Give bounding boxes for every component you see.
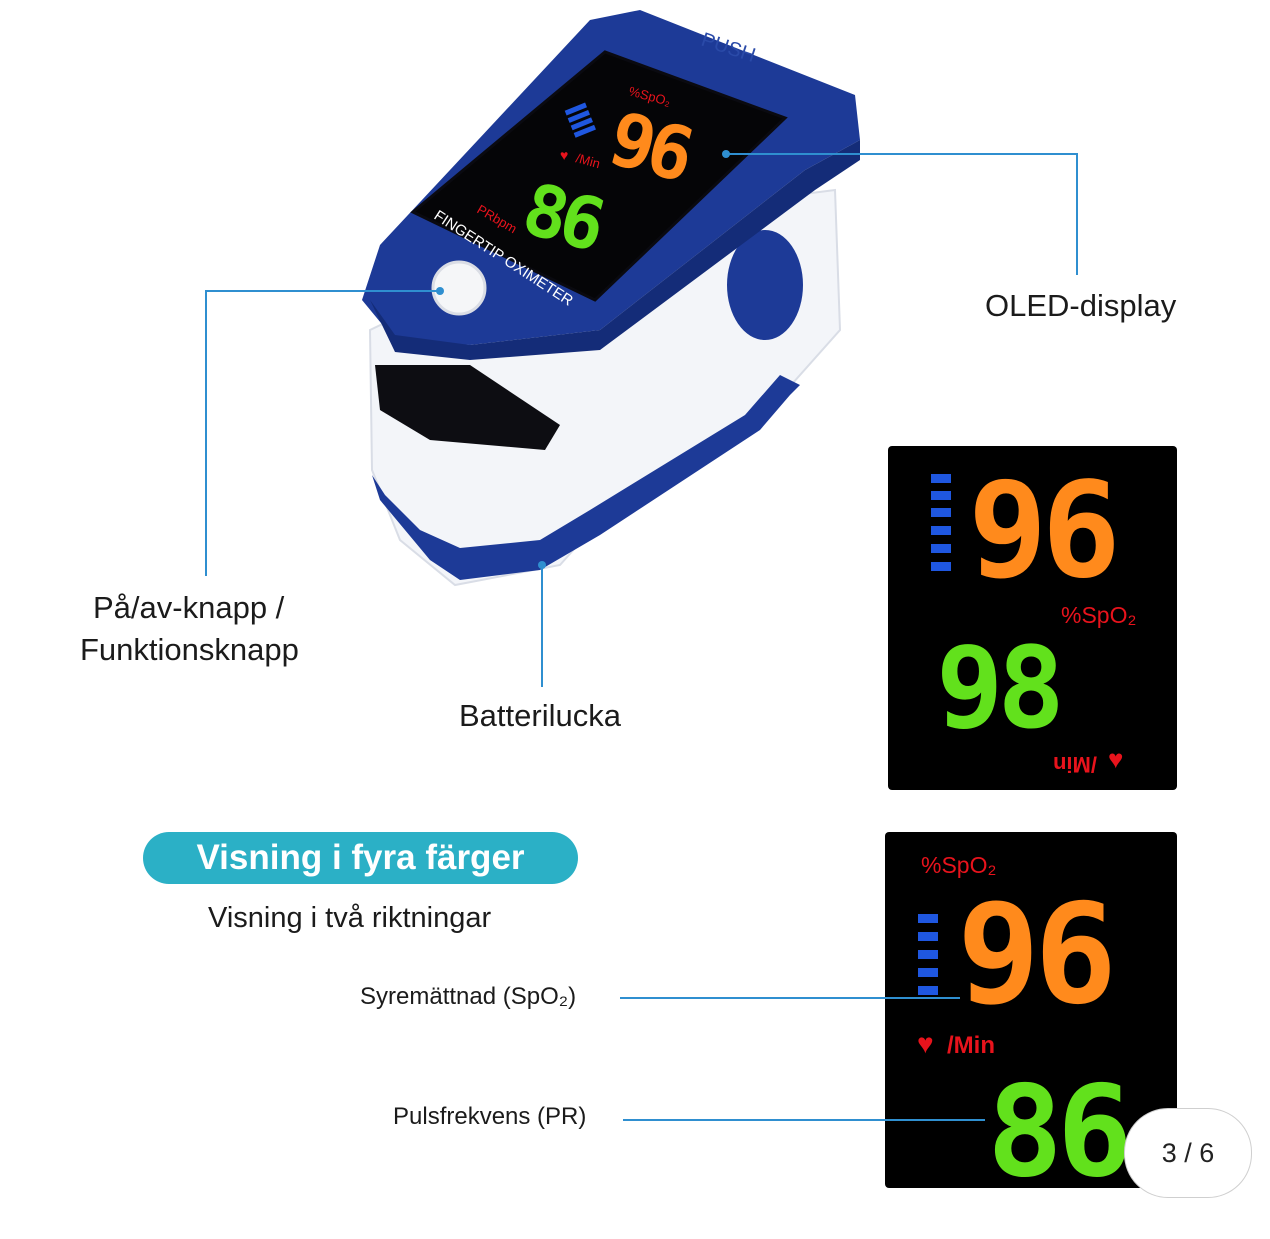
button-callout-label-line2: Funktionsknapp: [80, 632, 299, 667]
panel-top-spo2-value: 96: [968, 454, 1121, 608]
level-bar: [931, 526, 951, 535]
level-bar: [918, 968, 938, 977]
panel-top-pr-value: 98: [936, 624, 1065, 754]
button-callout-dot: [436, 287, 444, 295]
panel-bottom-spo2-label: %SpO₂: [921, 852, 997, 878]
level-bar: [918, 914, 938, 923]
side-clip: [727, 230, 803, 340]
feature-subtitle: Visning i två riktningar: [208, 902, 492, 934]
level-bar: [918, 986, 938, 995]
panel-bottom-min-label: /Min: [947, 1032, 995, 1059]
device-screen: [410, 50, 788, 302]
button-callout-line-v: [205, 290, 207, 576]
button-callout-label-line1: På/av-knapp /: [93, 590, 285, 625]
battery-callout-line-v: [541, 565, 543, 687]
panel-top-spo2-label: %SpO₂: [1061, 602, 1137, 628]
power-button: [431, 260, 487, 316]
panel-bottom-pr-value: 86: [987, 1058, 1133, 1188]
battery-callout-label: Batterilucka: [459, 698, 621, 733]
finger-slot: [375, 365, 560, 450]
feature-pill: Visning i fyra färger: [143, 832, 578, 884]
spo2-caption: Syremättnad (SpO₂): [360, 983, 577, 1010]
display-panel-upright: 96 %SpO₂ 98 /Min ♥: [888, 446, 1177, 790]
level-bar: [931, 508, 951, 517]
level-bar: [931, 491, 951, 500]
level-bar: [918, 932, 938, 941]
level-bar: [931, 562, 951, 571]
pr-caption-line: [623, 1119, 985, 1121]
oximeter-device-illustration: 96 86 %SpO₂ /Min PRbpm FINGERTIP OXIMETE…: [362, 10, 860, 587]
panel-bottom-spo2-value: 96: [957, 874, 1117, 1035]
image-pager-counter[interactable]: 3 / 6: [1124, 1108, 1252, 1198]
device-level-bars: [564, 102, 596, 138]
heart-icon: ♥: [917, 1028, 934, 1059]
level-bar: [931, 474, 951, 483]
oled-callout-label: OLED-display: [985, 288, 1177, 323]
display-panel-rotated: %SpO₂ 96 ♥ /Min 86: [885, 832, 1177, 1188]
level-bar: [931, 544, 951, 553]
oled-callout-line-h: [726, 153, 1078, 155]
battery-cover-band: [372, 375, 800, 580]
level-bar: [918, 950, 938, 959]
pr-caption: Pulsfrekvens (PR): [393, 1103, 587, 1130]
heart-icon: ♥: [1108, 744, 1124, 774]
oled-callout-line-v: [1076, 153, 1078, 275]
device-min-label: /Min: [574, 150, 602, 171]
device-heart-icon: ♥: [560, 147, 568, 163]
spo2-caption-line: [620, 997, 960, 999]
panel-top-min-label: /Min: [1053, 752, 1097, 777]
button-callout-line-h: [205, 290, 440, 292]
